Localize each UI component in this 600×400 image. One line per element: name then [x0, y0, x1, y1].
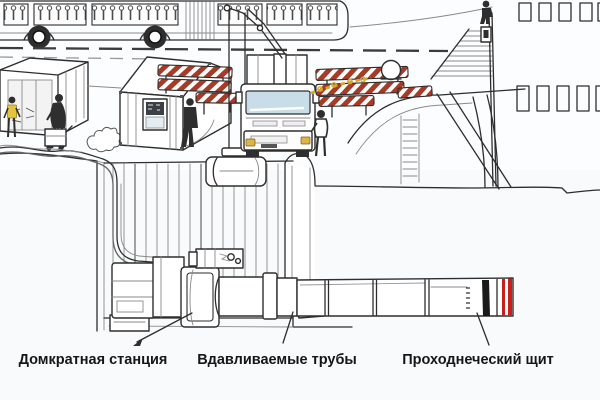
hydraulic-hoses	[0, 146, 153, 267]
truck-light	[245, 138, 256, 147]
label-pushed-pipes: Вдавливаемые трубы	[197, 352, 357, 368]
cabin-window-control-panel	[142, 98, 168, 131]
stairs-hatching	[430, 28, 493, 80]
white-dome-lamp	[380, 59, 402, 81]
tunnel-shield	[430, 278, 512, 317]
bus-articulation-bellows	[185, 1, 215, 40]
worker-at-barrier	[181, 98, 198, 147]
worker-right-of-truck	[310, 110, 329, 157]
truck-cab	[235, 83, 320, 157]
bus-windows	[3, 3, 338, 26]
crosswalk-blocks-lower	[516, 85, 600, 112]
street-right	[347, 0, 600, 190]
bus-wheel	[27, 25, 51, 49]
truck-light	[300, 136, 311, 145]
label-tunnel-shield: Проходнеческий щит	[402, 352, 554, 368]
ground-surface-line	[314, 185, 600, 194]
bus-wheel	[143, 25, 167, 49]
street-pole	[480, 12, 497, 187]
label-jacking-station: Домкратная станция	[19, 352, 168, 368]
leader-lines	[133, 311, 490, 346]
worker-yellow-vest	[3, 96, 21, 138]
lowered-pipe-segment	[205, 155, 267, 187]
hydraulic-power-pack	[188, 248, 244, 269]
equipment-shed	[0, 57, 89, 137]
crane-boom	[223, 4, 286, 59]
striped-barriers-right	[310, 59, 433, 118]
curb-curve	[347, 88, 526, 144]
crane-mast	[273, 53, 287, 88]
striped-barriers-left	[157, 64, 238, 115]
crosswalk-blocks-upper	[518, 2, 600, 22]
pedestrian-figure	[480, 0, 493, 24]
pipe-joint-collar	[262, 272, 278, 320]
shield-black-band	[482, 280, 490, 316]
road-markings	[0, 6, 493, 60]
jacking-station-machine	[109, 248, 244, 332]
crane-truck	[221, 4, 320, 157]
jacked-pipes	[214, 272, 514, 320]
shield-red-edge	[508, 278, 512, 316]
mirror	[235, 91, 243, 104]
shield-red-edge	[502, 279, 505, 316]
retaining-wall-hatch	[400, 113, 420, 185]
